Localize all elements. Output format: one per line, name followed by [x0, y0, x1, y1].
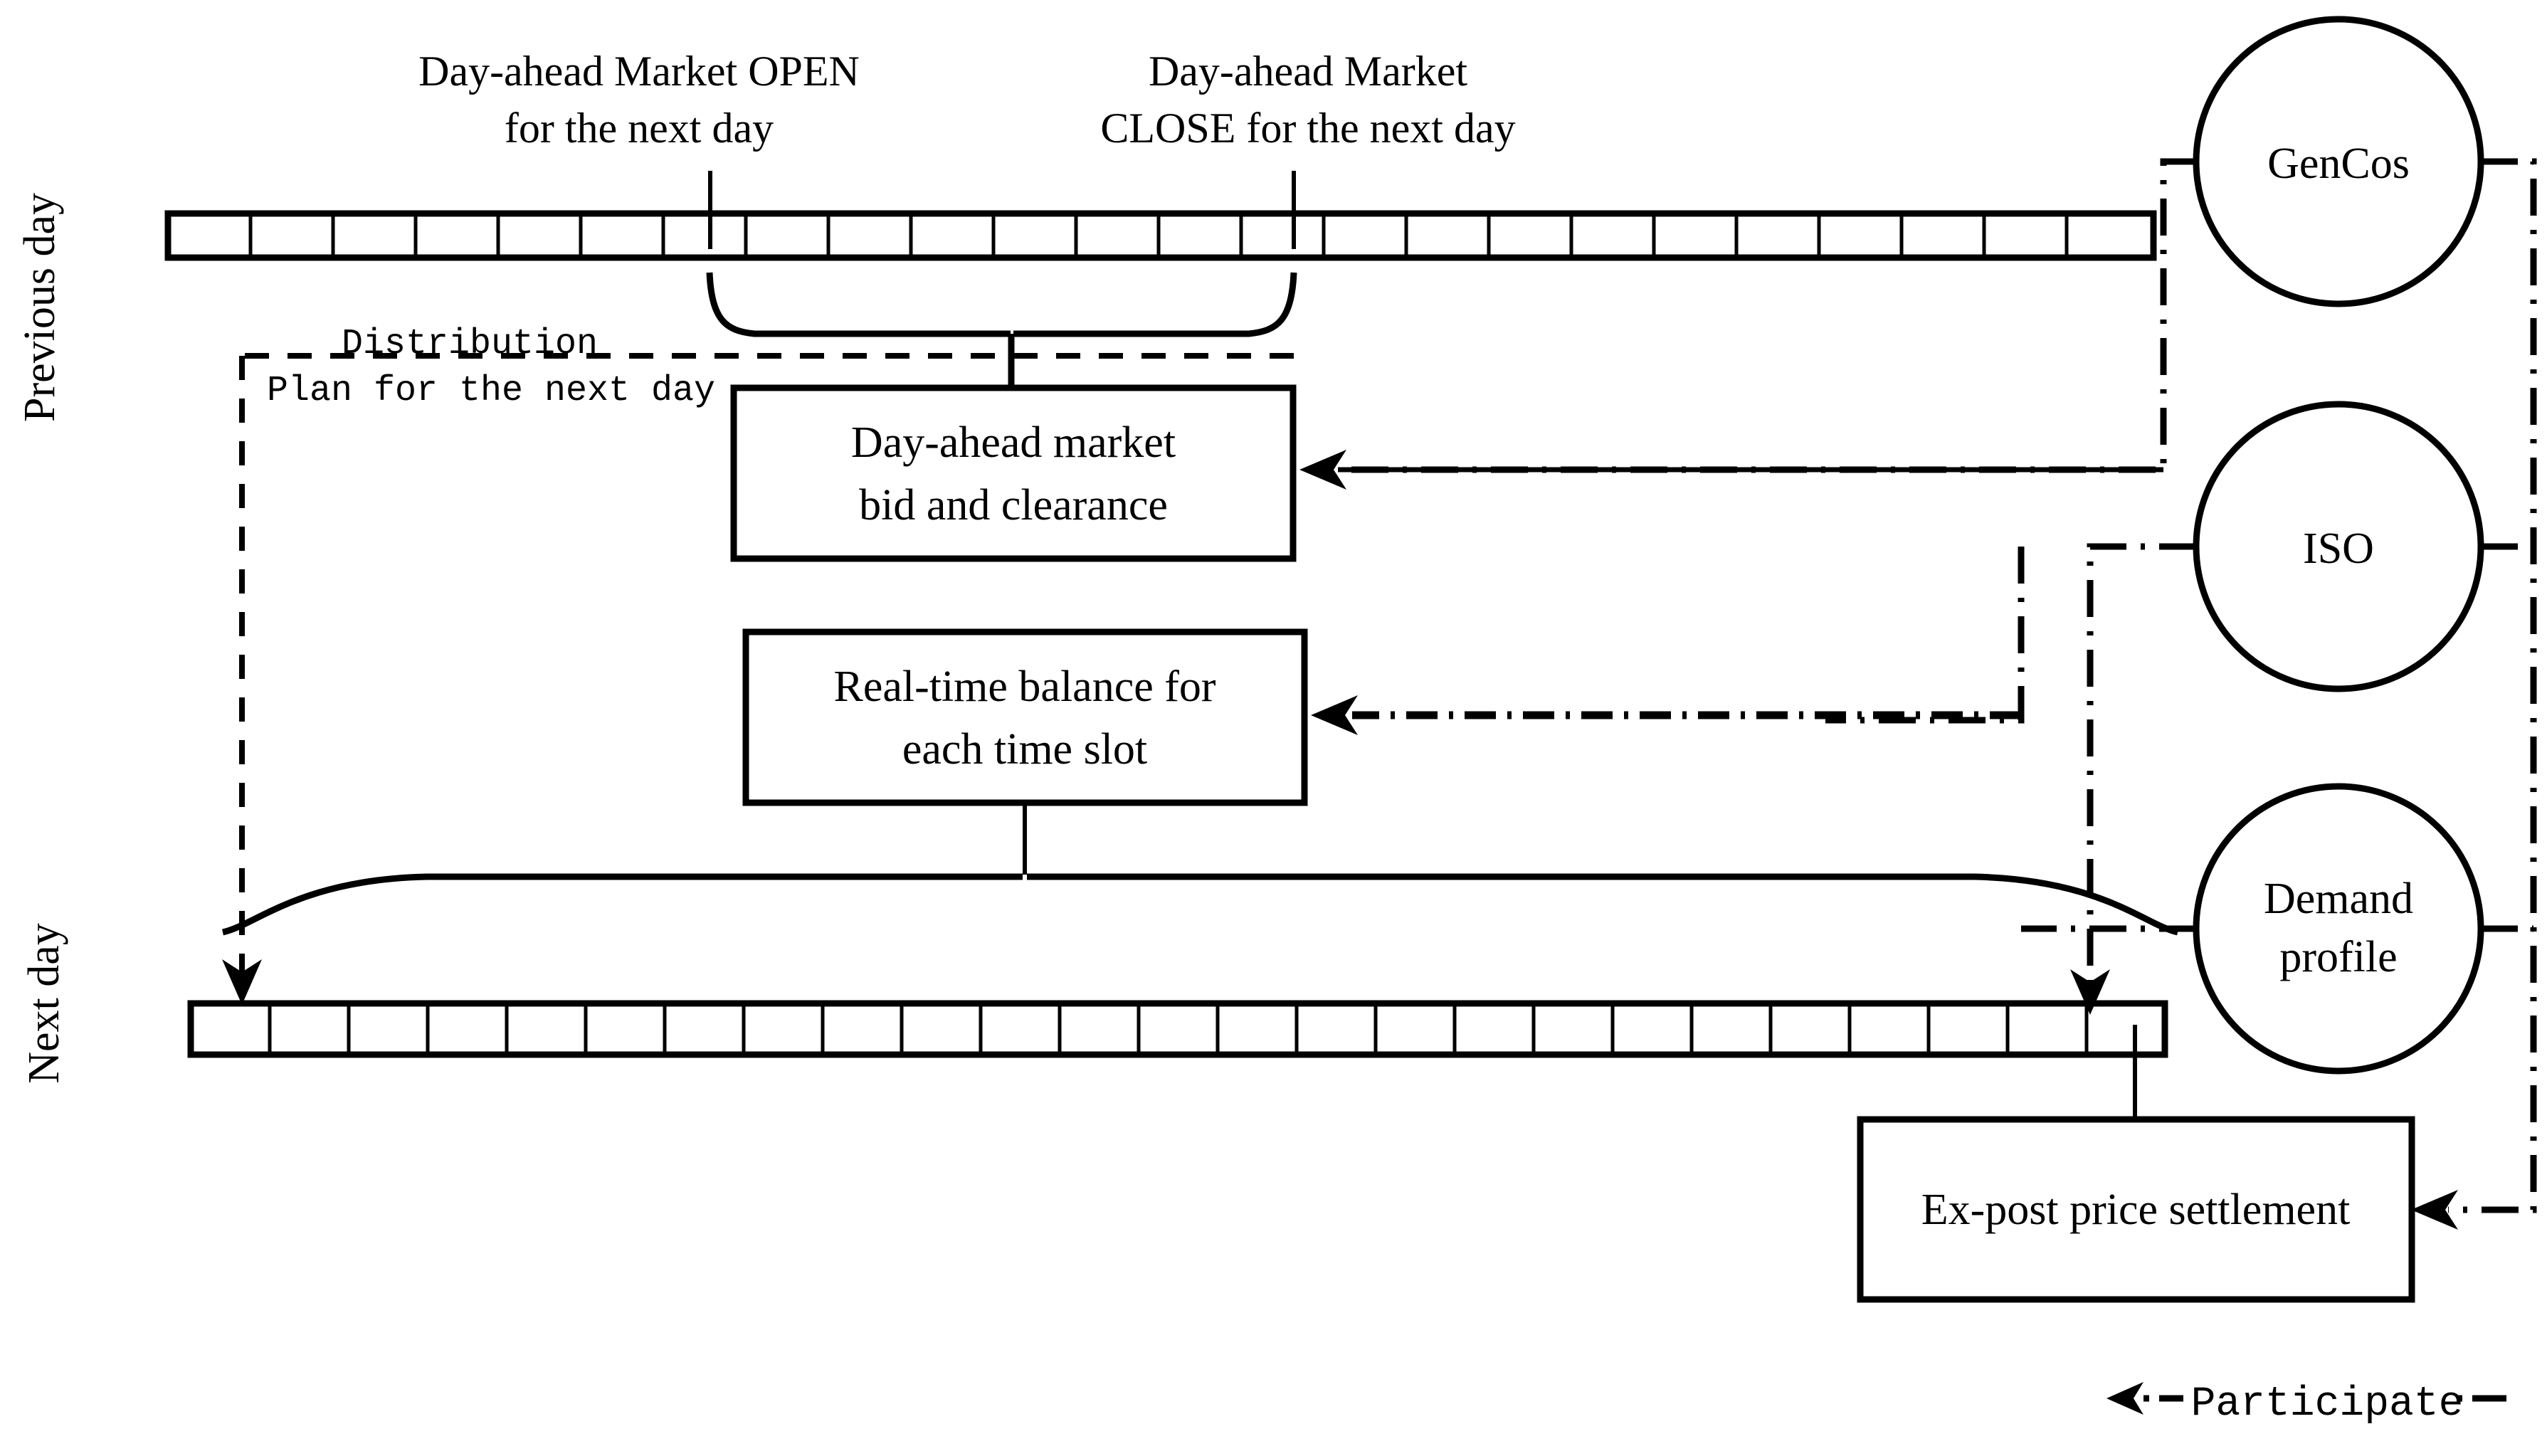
day-ahead-market-box[interactable]: Day-ahead market bid and clearance	[730, 384, 1297, 562]
participate-links	[1338, 158, 2537, 1213]
market-close-line1: Day-ahead Market	[1149, 48, 1467, 95]
real-time-balance-box-line2: each time slot	[902, 725, 1147, 774]
actor-gencos-label: GenCos	[2267, 139, 2410, 188]
distribution-plan-line2: Plan for the next day	[267, 371, 715, 411]
timeline-brace	[706, 272, 1297, 388]
gencos-right-rail-link	[2448, 158, 2537, 1213]
real-time-balance-box-line1: Real-time balance for	[833, 663, 1216, 711]
ex-post-settlement-box-line1: Ex-post price settlement	[1921, 1186, 2351, 1234]
legend-label: Participate	[2191, 1381, 2464, 1428]
actor-iso[interactable]: ISO	[2193, 401, 2484, 692]
market-close-label: Day-ahead Market CLOSE for the next day	[1100, 48, 1515, 152]
market-open-label: Day-ahead Market OPEN for the next day	[418, 48, 860, 152]
actor-demand-profile-line2: profile	[2279, 933, 2397, 981]
previous-day-label: Previous day	[16, 193, 64, 422]
iso-junction-arrow	[2070, 969, 2110, 1015]
market-open-line2: for the next day	[505, 105, 774, 152]
distribution-plan-label: Distribution Plan for the next day	[267, 324, 715, 411]
day-ahead-market-box-line1: Day-ahead market	[851, 418, 1176, 467]
timeline-next-day	[187, 1000, 2168, 1058]
actor-demand-profile[interactable]: Demand profile	[2193, 783, 2484, 1075]
actor-gencos[interactable]: GenCos	[2193, 16, 2484, 307]
gencos-to-dayahead-link	[1338, 158, 2196, 473]
next-day-label: Next day	[20, 923, 68, 1084]
ex-post-settlement-box[interactable]: Ex-post price settlement	[1857, 1116, 2415, 1303]
distribution-plan-arrowhead	[222, 959, 262, 1005]
ex-post-box-arrowhead	[2411, 1190, 2458, 1230]
legend-participate: Participate	[2106, 1381, 2514, 1428]
actor-demand-profile-line1: Demand	[2264, 875, 2413, 923]
day-ahead-market-box-line2: bid and clearance	[859, 481, 1168, 529]
day-ahead-box-arrowhead	[1299, 450, 1346, 490]
legend-arrow-icon	[2106, 1382, 2143, 1415]
iso-junction-link	[1825, 547, 2025, 724]
market-open-line1: Day-ahead Market OPEN	[418, 48, 860, 95]
next-day-brace	[221, 873, 2179, 936]
iso-to-dayahead-link	[2087, 543, 2196, 982]
real-time-balance-box[interactable]: Real-time balance for each time slot	[742, 628, 1308, 806]
timeline-previous-day	[164, 171, 2157, 261]
real-time-box-arrowhead	[1311, 695, 1358, 735]
market-close-line2: CLOSE for the next day	[1100, 105, 1515, 152]
distribution-plan-line1: Distribution	[342, 324, 598, 364]
actor-iso-label: ISO	[2303, 524, 2374, 573]
distribution-plan-path	[239, 353, 1294, 974]
